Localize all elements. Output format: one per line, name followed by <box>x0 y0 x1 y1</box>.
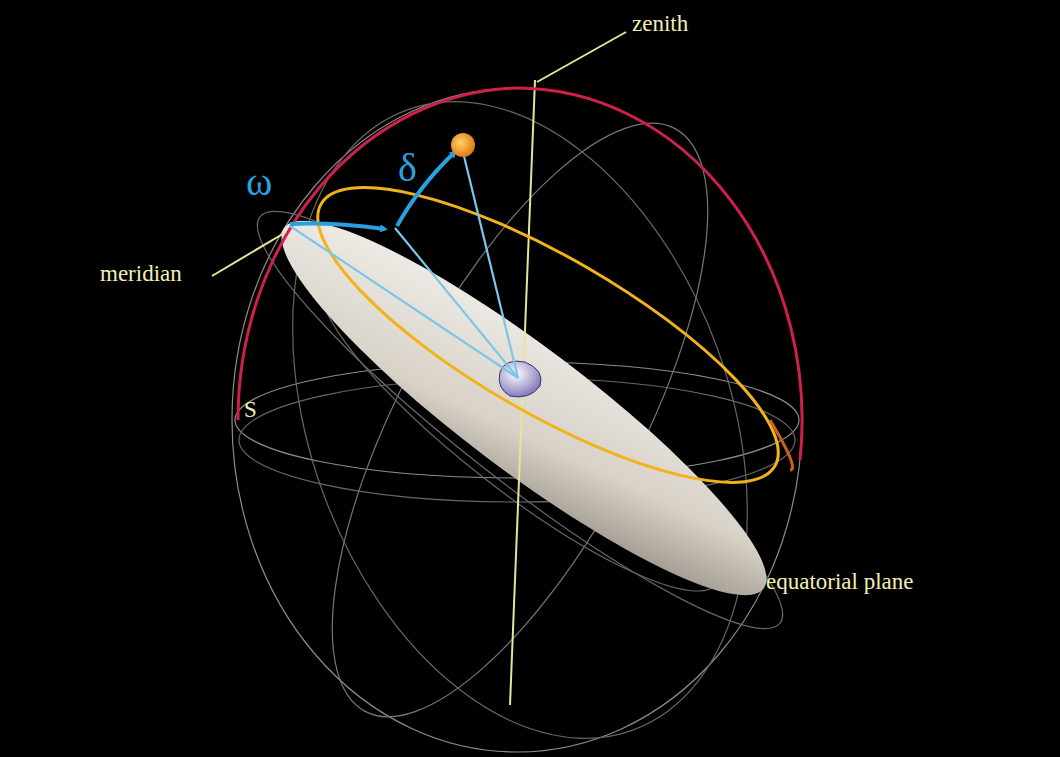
meridian-label: meridian <box>100 262 182 285</box>
equatorial-plane-label: equatorial plane <box>766 570 914 593</box>
zenith-label: zenith <box>632 12 688 35</box>
south-label: S <box>244 398 257 421</box>
hour-angle-symbol: ω <box>246 162 272 202</box>
declination-symbol: δ <box>398 148 417 188</box>
